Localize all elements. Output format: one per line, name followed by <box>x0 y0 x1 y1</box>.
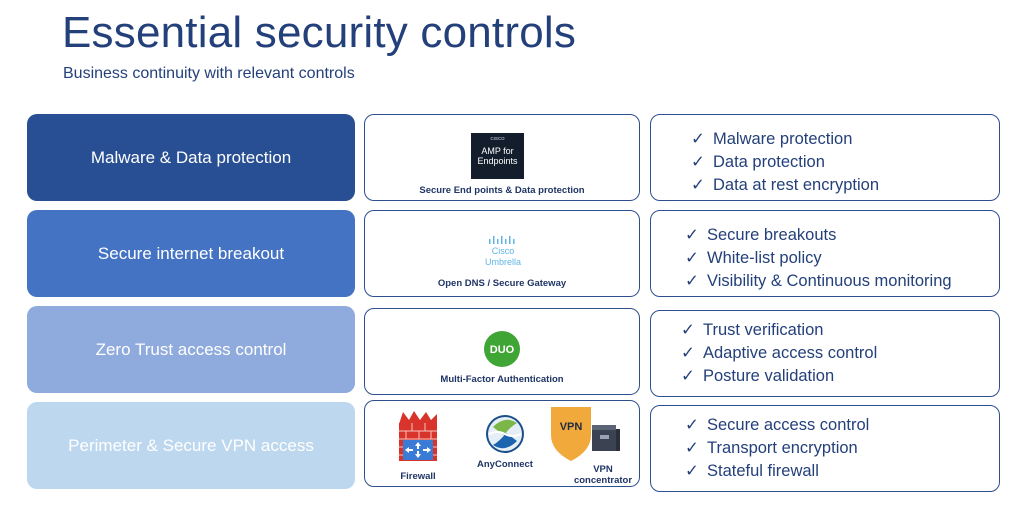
feature-item: ✓Malware protection <box>691 128 879 151</box>
page-title: Essential security controls <box>62 8 577 57</box>
svg-text:VPN: VPN <box>560 421 583 433</box>
feature-item: ✓Adaptive access control <box>681 342 877 365</box>
feature-item: ✓White-list policy <box>685 247 952 270</box>
product-caption: Secure End points & Data protection <box>419 185 585 196</box>
feature-item: ✓Data at rest encryption <box>691 174 879 197</box>
vpn-concentrator-icon: VPN <box>551 407 620 461</box>
category-perimeter-secure-vpn-access: Perimeter & Secure VPN access <box>27 402 355 489</box>
feature-box-1: ✓Malware protection ✓Data protection ✓Da… <box>650 114 1000 201</box>
umbrella-logo-line2: Umbrella <box>484 257 521 267</box>
firewall-label: Firewall <box>400 471 436 482</box>
check-icon: ✓ <box>681 321 695 339</box>
umbrella-logo-line1: Cisco <box>491 246 515 256</box>
category-secure-internet-breakout: Secure internet breakout <box>27 210 355 297</box>
check-icon: ✓ <box>685 416 699 434</box>
feature-box-3: ✓Trust verification ✓Adaptive access con… <box>650 310 1000 397</box>
vpn-concentrator-label: VPN concentrator <box>573 464 633 486</box>
product-caption: Multi-Factor Authentication <box>440 374 564 385</box>
check-icon: ✓ <box>685 272 699 290</box>
feature-item: ✓Stateful firewall <box>685 460 869 483</box>
check-icon: ✓ <box>691 130 705 148</box>
check-icon: ✓ <box>685 462 699 480</box>
check-icon: ✓ <box>691 176 705 194</box>
cisco-umbrella-logo: Cisco Umbrella <box>473 236 533 268</box>
category-malware-data-protection: Malware & Data protection <box>27 114 355 201</box>
feature-item: ✓Trust verification <box>681 319 877 342</box>
cisco-bars-icon <box>489 236 515 244</box>
feature-item: ✓Visibility & Continuous monitoring <box>685 270 952 293</box>
duo-logo-icon: DUO <box>484 331 520 367</box>
check-icon: ✓ <box>685 226 699 244</box>
feature-item: ✓Secure access control <box>685 414 869 437</box>
page-subtitle: Business continuity with relevant contro… <box>63 65 355 82</box>
product-box-umbrella: Cisco Umbrella Open DNS / Secure Gateway <box>364 210 640 297</box>
check-icon: ✓ <box>691 153 705 171</box>
feature-box-2: ✓Secure breakouts ✓White-list policy ✓Vi… <box>650 210 1000 297</box>
amp-logo-line1: AMP for <box>481 146 514 156</box>
anyconnect-label: AnyConnect <box>477 459 533 470</box>
check-icon: ✓ <box>681 367 695 385</box>
firewall-icon <box>399 411 437 461</box>
amp-for-endpoints-logo: CISCO AMP for Endpoints <box>471 133 524 179</box>
category-zero-trust-access-control: Zero Trust access control <box>27 306 355 393</box>
amp-logo-line2: Endpoints <box>477 156 518 166</box>
check-icon: ✓ <box>685 249 699 267</box>
svg-text:DUO: DUO <box>490 344 515 356</box>
cisco-brand-text: CISCO <box>490 136 505 141</box>
feature-item: ✓Data protection <box>691 151 879 174</box>
product-box-perimeter: Firewall AnyConnect VPN VPN concentrator <box>364 400 640 487</box>
product-box-amp: CISCO AMP for Endpoints Secure End point… <box>364 114 640 201</box>
feature-item: ✓Posture validation <box>681 365 877 388</box>
feature-item: ✓Transport encryption <box>685 437 869 460</box>
anyconnect-icon <box>486 415 524 453</box>
check-icon: ✓ <box>685 439 699 457</box>
product-caption: Open DNS / Secure Gateway <box>437 278 567 289</box>
product-box-duo: DUO Multi-Factor Authentication <box>364 308 640 395</box>
feature-box-4: ✓Secure access control ✓Transport encryp… <box>650 405 1000 492</box>
check-icon: ✓ <box>681 344 695 362</box>
feature-item: ✓Secure breakouts <box>685 224 952 247</box>
